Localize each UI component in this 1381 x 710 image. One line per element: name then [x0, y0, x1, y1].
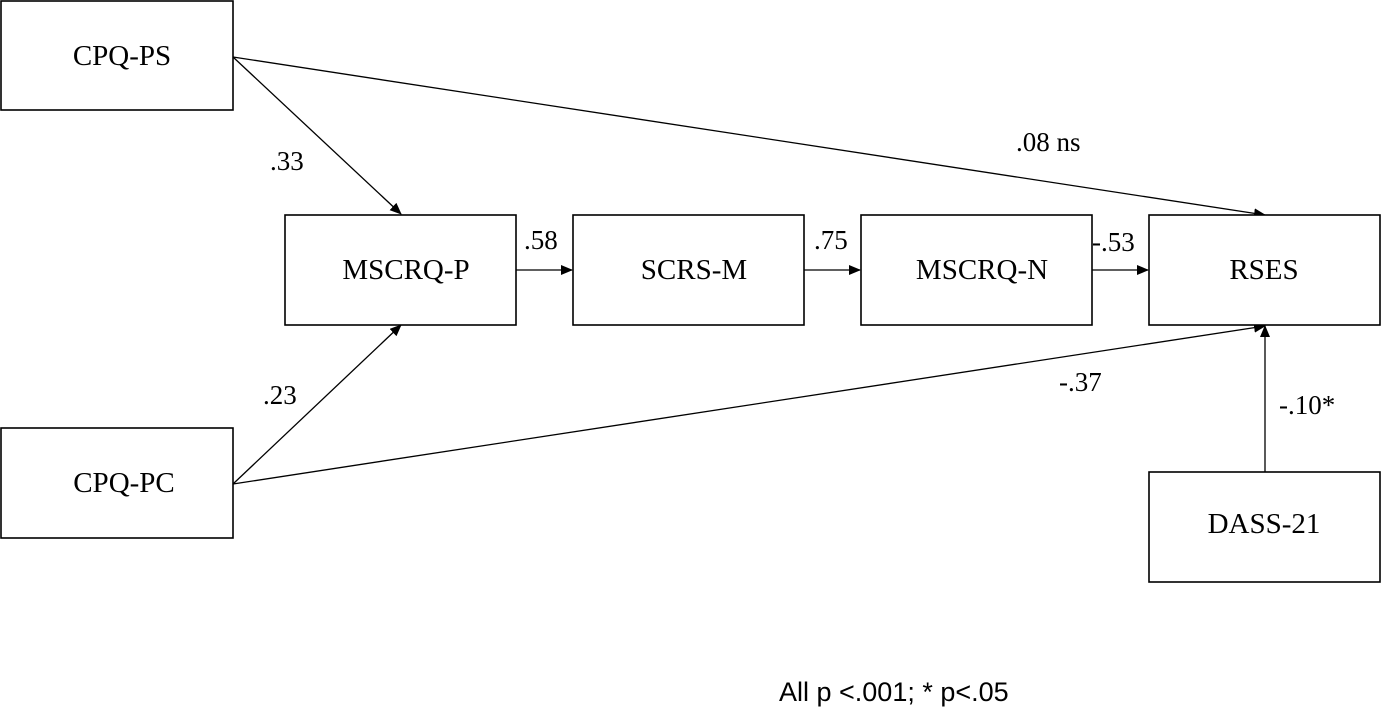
node-cpq-pc: CPQ-PC — [0, 427, 234, 539]
node-label-scrs-m: SCRS-M — [641, 254, 747, 286]
edge-label-mscrq-p-to-scrs-m: .58 — [524, 225, 558, 255]
edge-label-cpq-ps-to-rses: .08 ns — [1016, 127, 1081, 157]
node-cpq-ps: CPQ-PS — [0, 0, 234, 111]
node-label-dass-21: DASS-21 — [1208, 508, 1321, 540]
node-mscrq-p: MSCRQ-P — [284, 214, 517, 326]
node-mscrq-n: MSCRQ-N — [860, 214, 1093, 326]
edge-cpq-pc-to-rses — [232, 322, 1266, 485]
edge-cpq-pc-to-mscrq-p — [232, 324, 402, 485]
edge-label-cpq-pc-to-rses: -.37 — [1059, 367, 1102, 397]
edge-label-dass-21-to-rses: -.10* — [1279, 390, 1335, 420]
edge-cpq-ps-to-mscrq-p — [232, 56, 402, 215]
edge-label-cpq-pc-to-mscrq-p: .23 — [263, 380, 297, 410]
node-label-mscrq-p: MSCRQ-P — [342, 254, 469, 286]
node-label-mscrq-n: MSCRQ-N — [916, 254, 1048, 286]
node-label-cpq-pc: CPQ-PC — [73, 467, 175, 499]
edge-label-mscrq-n-to-rses: -.53 — [1092, 227, 1135, 257]
edge-cpq-ps-to-rses — [232, 56, 1266, 219]
node-rses: RSES — [1148, 214, 1381, 326]
significance-footnote: All p <.001; * p<.05 — [779, 677, 1009, 707]
edge-label-scrs-m-to-mscrq-n: .75 — [814, 225, 848, 255]
node-dass-21: DASS-21 — [1148, 471, 1381, 583]
node-scrs-m: SCRS-M — [572, 214, 805, 326]
node-label-cpq-ps: CPQ-PS — [73, 40, 171, 72]
edge-label-cpq-ps-to-mscrq-p: .33 — [270, 146, 304, 176]
node-label-rses: RSES — [1229, 254, 1298, 286]
